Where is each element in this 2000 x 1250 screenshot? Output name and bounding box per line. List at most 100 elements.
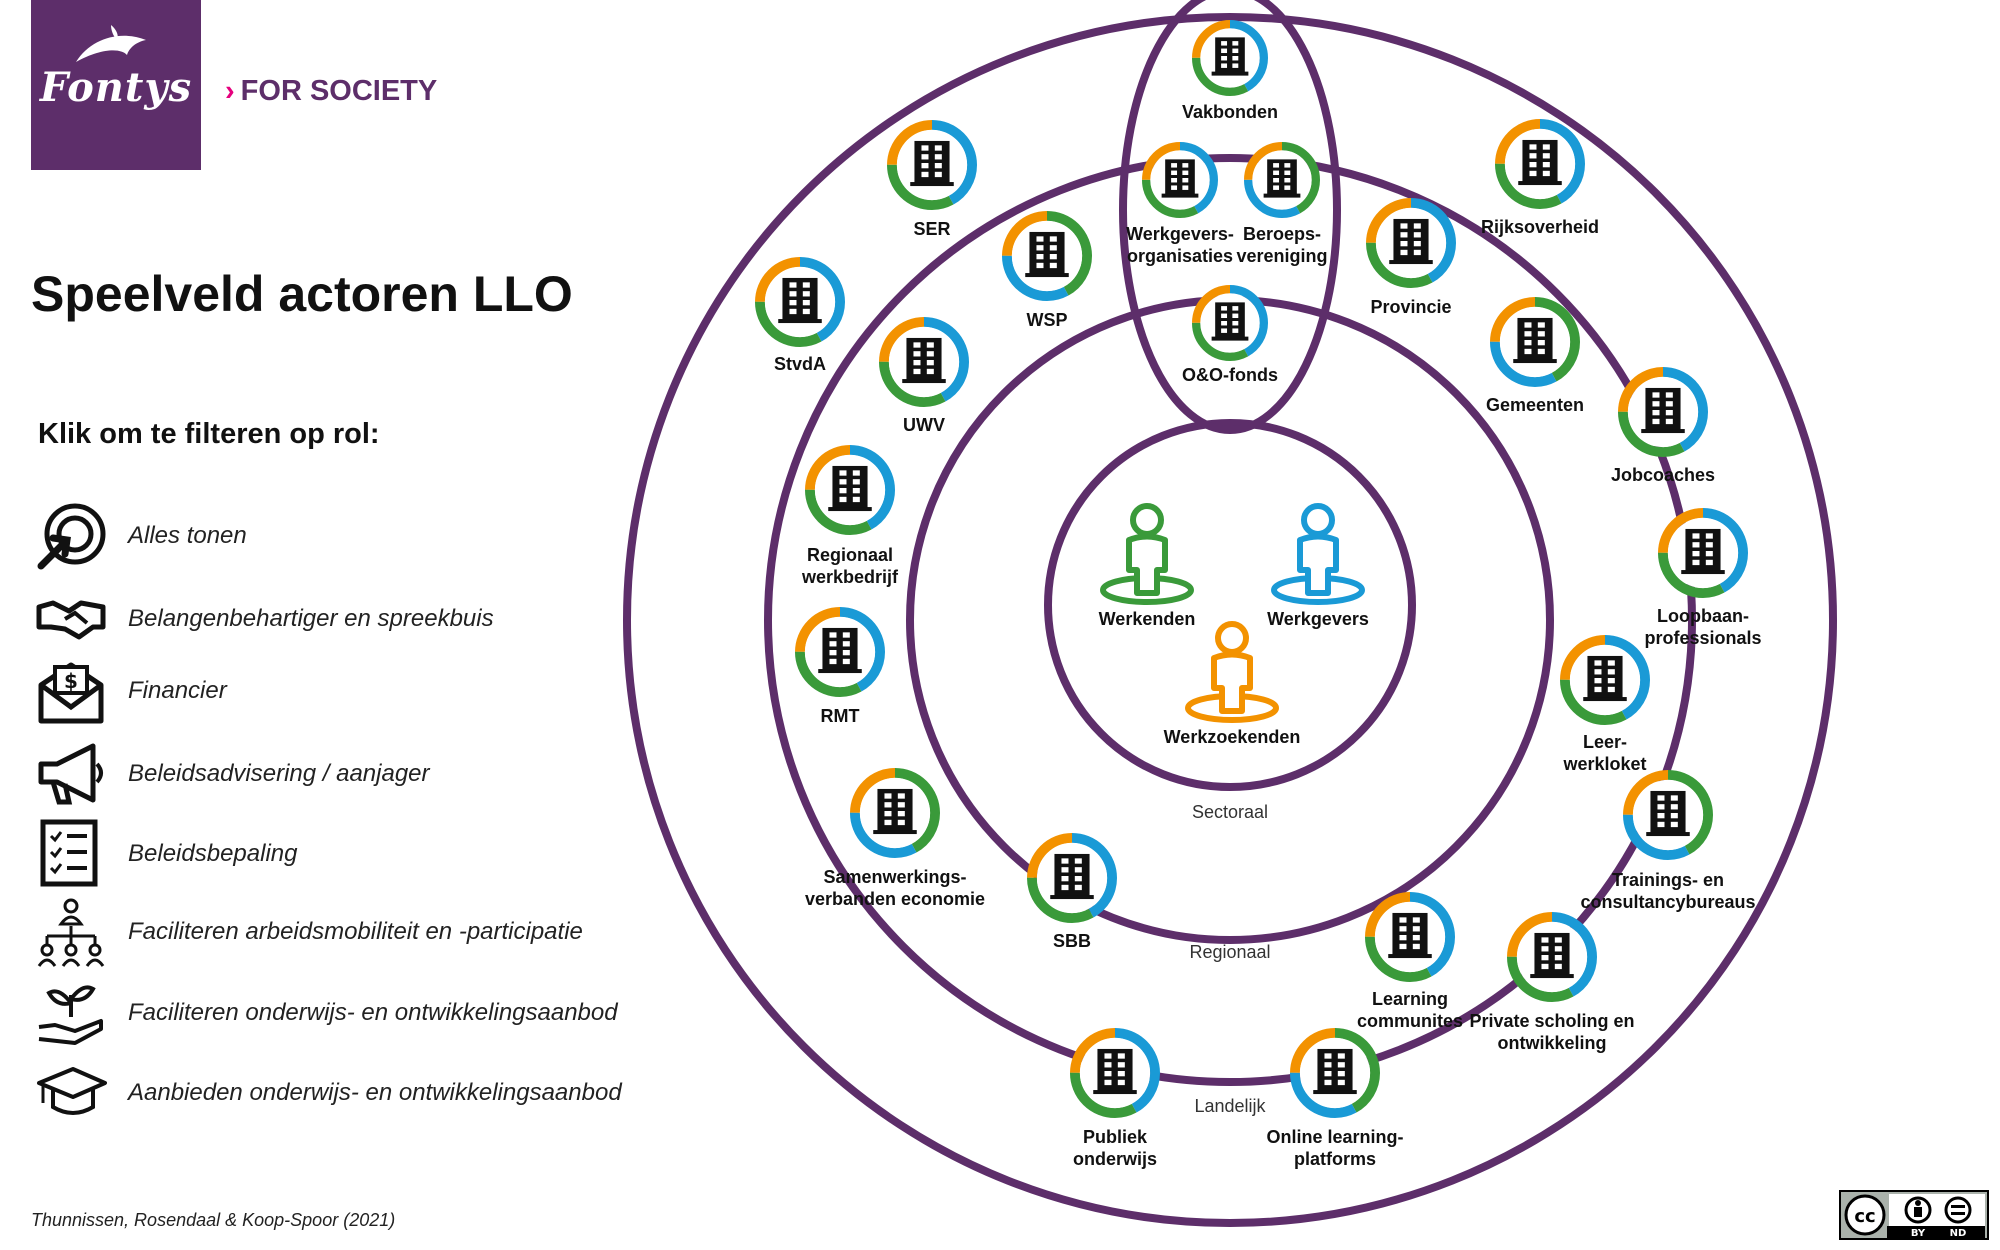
actor-ring-segment bbox=[1192, 19, 1268, 96]
ring-landelijk bbox=[623, 13, 1837, 1227]
actor-ring-segment bbox=[1001, 210, 1092, 301]
actor-label: Samenwerkings-verbanden economie bbox=[805, 867, 985, 909]
actor-label-line: Werkgevers- bbox=[1126, 224, 1234, 244]
actor-ring-segment bbox=[1490, 297, 1581, 388]
actor-label: Beroeps-vereniging bbox=[1236, 224, 1327, 266]
actor-ring-segment bbox=[1027, 833, 1118, 924]
building-icon bbox=[778, 277, 822, 324]
actor-node[interactable]: O&O-fonds bbox=[1182, 284, 1278, 385]
actor-ring-segment bbox=[1623, 770, 1714, 861]
actor-label-line: onderwijs bbox=[1073, 1149, 1157, 1169]
actor-node[interactable]: Vakbonden bbox=[1182, 19, 1278, 122]
actor-ring-segment bbox=[1618, 367, 1709, 458]
actor-ring-segment bbox=[1494, 119, 1585, 210]
actor-node[interactable]: StvdA bbox=[755, 256, 846, 374]
actor-label-line: Jobcoaches bbox=[1611, 465, 1715, 485]
actor-ring-segment bbox=[1001, 210, 1092, 301]
actor-node[interactable]: Rijksoverheid bbox=[1481, 119, 1599, 237]
building-icon bbox=[1161, 159, 1199, 198]
actor-node[interactable]: Samenwerkings-verbanden economie bbox=[805, 767, 985, 909]
dolphin-icon bbox=[76, 25, 146, 62]
building-icon bbox=[1583, 655, 1627, 702]
building-icon bbox=[818, 627, 862, 674]
fontys-logo: Fontys bbox=[31, 0, 201, 170]
filter-arbeidsmobiliteit[interactable]: Faciliteren arbeidsmobiliteit en -partic… bbox=[35, 896, 635, 967]
building-icon bbox=[1211, 302, 1249, 341]
person-icon bbox=[1271, 503, 1365, 605]
megaphone-icon bbox=[38, 743, 103, 805]
core-actor-label: Werkgevers bbox=[1267, 609, 1369, 629]
actor-node[interactable]: RMT bbox=[795, 606, 886, 726]
creative-commons-license: cc BY ND bbox=[1839, 1190, 1989, 1240]
actor-node[interactable]: Provincie bbox=[1365, 198, 1456, 317]
actor-ring-segment bbox=[1494, 119, 1585, 210]
actor-node[interactable]: Leer-werkloket bbox=[1560, 635, 1651, 774]
actor-label: O&O-fonds bbox=[1182, 365, 1278, 385]
filter-label: Belangenbehartiger en spreekbuis bbox=[128, 605, 494, 632]
actor-ring-segment bbox=[755, 256, 846, 347]
actor-label-line: Online learning- bbox=[1266, 1127, 1403, 1147]
actor-label-line: Private scholing en bbox=[1469, 1011, 1634, 1031]
citation: Thunnissen, Rosendaal & Koop-Spoor (2021… bbox=[31, 1210, 396, 1230]
actor-node[interactable]: Gemeenten bbox=[1486, 297, 1584, 415]
actor-label: Rijksoverheid bbox=[1481, 217, 1599, 237]
filter-label: Beleidsbepaling bbox=[128, 840, 298, 867]
filter-beleidsadvisering[interactable]: Beleidsadvisering / aanjager bbox=[35, 738, 635, 808]
actor-label-line: verbanden economie bbox=[805, 889, 985, 909]
filter-beleidsbepaling[interactable]: Beleidsbepaling bbox=[35, 818, 635, 888]
actor-ring-segment bbox=[879, 316, 970, 407]
filter-alles-tonen[interactable]: Alles tonen bbox=[35, 500, 635, 570]
filter-aanbieden-onderwijs[interactable]: Aanbieden onderwijs- en ontwikkelingsaan… bbox=[35, 1057, 635, 1127]
building-icon bbox=[873, 788, 917, 835]
building-icon bbox=[828, 465, 872, 512]
actor-node[interactable]: SER bbox=[886, 119, 977, 239]
actor-node[interactable]: SBB bbox=[1027, 833, 1118, 951]
actor-node[interactable]: Online learning-platforms bbox=[1266, 1028, 1404, 1169]
actor-label: Provincie bbox=[1370, 297, 1451, 317]
actor-ring-segment bbox=[850, 767, 941, 858]
actor-node[interactable]: UWV bbox=[879, 316, 970, 435]
actor-node[interactable]: WSP bbox=[1001, 210, 1092, 330]
building-icon bbox=[1050, 853, 1094, 900]
target-cursor-icon bbox=[37, 503, 106, 570]
filter-label: Aanbieden onderwijs- en ontwikkelingsaan… bbox=[128, 1079, 622, 1106]
actor-label-line: UWV bbox=[903, 415, 945, 435]
actor-label-line: ontwikkeling bbox=[1497, 1033, 1606, 1053]
filter-label: Alles tonen bbox=[128, 522, 247, 549]
core-actor[interactable]: Werkenden bbox=[1099, 503, 1196, 629]
cc-text: cc bbox=[1854, 1206, 1875, 1227]
cc-nd-text: ND bbox=[1950, 1228, 1967, 1238]
core-actor[interactable]: Werkzoekenden bbox=[1164, 621, 1301, 747]
core-actor-label: Werkenden bbox=[1099, 609, 1196, 629]
actor-ring-segment bbox=[1623, 770, 1714, 861]
actor-ring-segment bbox=[1141, 141, 1218, 218]
actor-node[interactable]: Loopbaan-professionals bbox=[1644, 508, 1762, 648]
actor-label: Leer-werkloket bbox=[1562, 732, 1646, 774]
actor-node[interactable]: Jobcoaches bbox=[1611, 367, 1715, 485]
actor-node[interactable]: Beroeps-vereniging bbox=[1236, 141, 1328, 266]
actor-ring-segment bbox=[1507, 912, 1598, 1003]
zone-label-sectoraal: Sectoraal bbox=[1192, 802, 1268, 822]
building-icon bbox=[1263, 159, 1301, 198]
filter-faciliteren-onderwijs[interactable]: Faciliteren onderwijs- en ontwikkelingsa… bbox=[35, 977, 635, 1047]
actor-ring-segment bbox=[1069, 1028, 1160, 1119]
filter-label: Faciliteren arbeidsmobiliteit en -partic… bbox=[128, 918, 583, 945]
actor-label-line: Trainings- en bbox=[1612, 870, 1724, 890]
core-actor[interactable]: Werkgevers bbox=[1267, 503, 1369, 629]
actor-ring-segment bbox=[850, 767, 941, 858]
actor-label-line: O&O-fonds bbox=[1182, 365, 1278, 385]
building-icon bbox=[1025, 231, 1069, 278]
building-icon bbox=[1388, 912, 1432, 959]
filter-belangenbehartiger[interactable]: Belangenbehartiger en spreekbuis bbox=[35, 583, 635, 653]
cc-by-nd-icon: cc BY ND bbox=[1844, 1194, 1985, 1239]
filter-financier[interactable]: $ Financier bbox=[35, 655, 635, 725]
actor-node[interactable]: Werkgevers-organisaties bbox=[1126, 141, 1234, 266]
